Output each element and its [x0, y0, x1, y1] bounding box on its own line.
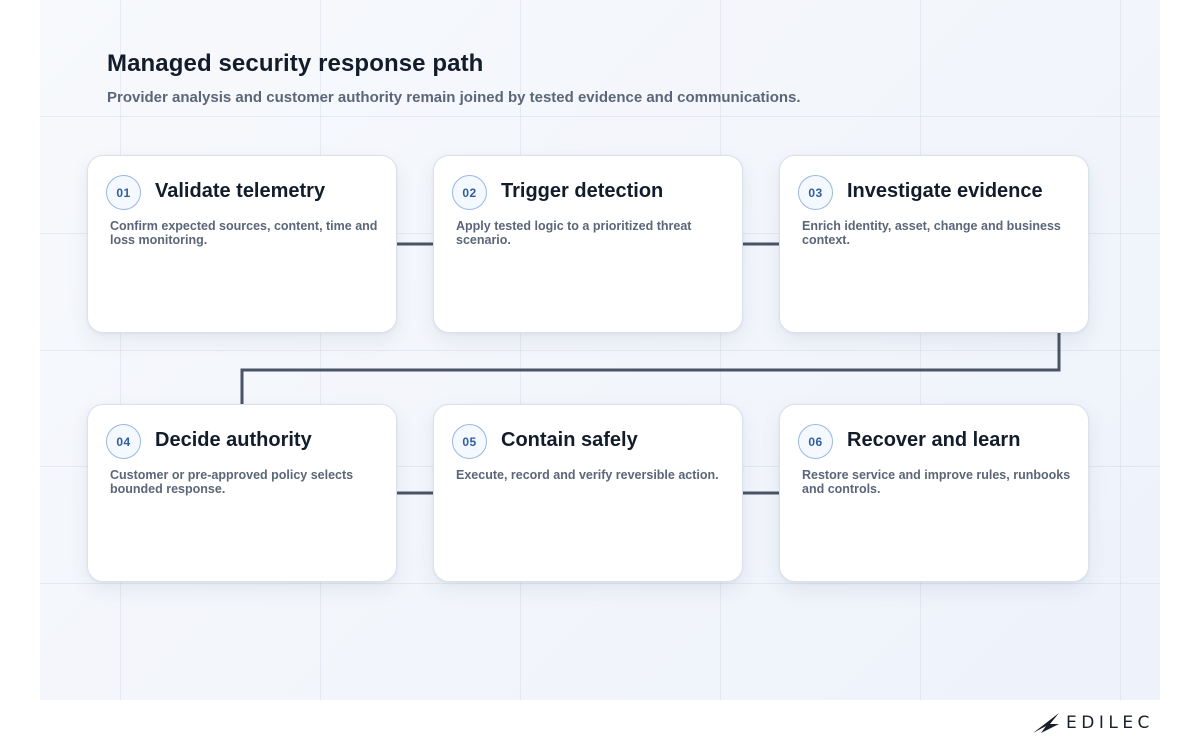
step-number-badge: 04 — [106, 424, 141, 459]
step-card-contain-safely: 05 Contain safely Execute, record and ve… — [433, 404, 743, 582]
step-title: Recover and learn — [847, 429, 1021, 451]
page-subtitle: Provider analysis and customer authority… — [107, 89, 801, 106]
step-title: Investigate evidence — [847, 180, 1043, 202]
step-number-badge: 01 — [106, 175, 141, 210]
step-title: Validate telemetry — [155, 180, 326, 202]
brand-logo: EDILEC — [1032, 710, 1154, 736]
step-card-recover-and-learn: 06 Recover and learn Restore service and… — [779, 404, 1089, 582]
step-description: Customer or pre-approved policy selects … — [110, 468, 354, 496]
step-title: Decide authority — [155, 429, 312, 451]
diagram-canvas — [40, 0, 1160, 700]
step-number-badge: 02 — [452, 175, 487, 210]
edilec-wing-logo-icon — [1033, 713, 1059, 733]
step-description: Confirm expected sources, content, time … — [110, 219, 378, 247]
step-number-badge: 06 — [798, 424, 833, 459]
step-number-badge: 03 — [798, 175, 833, 210]
brand-name: EDILEC — [1066, 713, 1154, 733]
step-description: Enrich identity, asset, change and busin… — [802, 219, 1061, 247]
connector-3-4 — [240, 333, 1061, 405]
step-card-decide-authority: 04 Decide authority Customer or pre-appr… — [87, 404, 397, 582]
step-description: Restore service and improve rules, runbo… — [802, 468, 1071, 496]
page-title: Managed security response path — [107, 50, 484, 77]
step-card-investigate-evidence: 03 Investigate evidence Enrich identity,… — [779, 155, 1089, 333]
step-description: Apply tested logic to a prioritized thre… — [456, 219, 692, 247]
step-card-trigger-detection: 02 Trigger detection Apply tested logic … — [433, 155, 743, 333]
step-description: Execute, record and verify reversible ac… — [456, 468, 719, 482]
step-title: Contain safely — [501, 429, 638, 451]
step-card-validate-telemetry: 01 Validate telemetry Confirm expected s… — [87, 155, 397, 333]
step-title: Trigger detection — [501, 180, 664, 202]
step-number-badge: 05 — [452, 424, 487, 459]
